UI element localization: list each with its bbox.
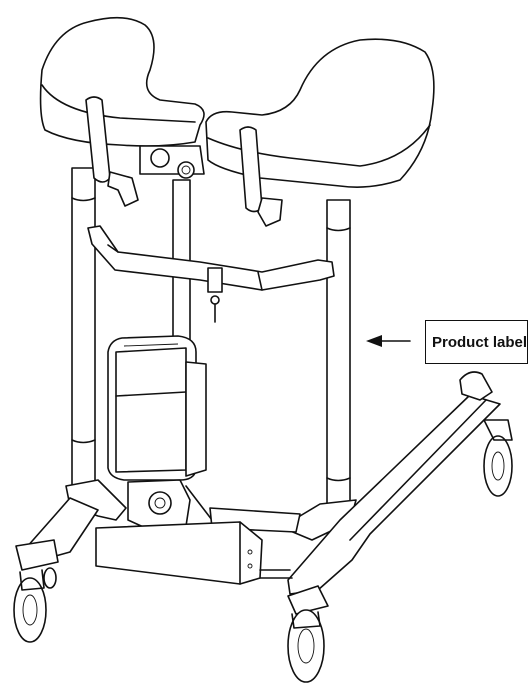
right-handle bbox=[239, 126, 283, 227]
rear-right-caster bbox=[459, 371, 513, 497]
middle-support-bar bbox=[87, 225, 335, 323]
callout-arrow bbox=[366, 335, 411, 347]
motor-housing bbox=[127, 479, 213, 531]
right-seat-pad bbox=[205, 38, 435, 188]
front-right-caster bbox=[287, 585, 329, 683]
front-left-post bbox=[71, 167, 96, 486]
center-clamp bbox=[139, 145, 205, 179]
base-frame bbox=[25, 394, 501, 595]
product-label-callout: Product label bbox=[425, 320, 528, 364]
product-label-text: Product label bbox=[432, 333, 528, 351]
front-right-post bbox=[326, 199, 351, 506]
battery-unit bbox=[107, 335, 207, 481]
mid-left-caster bbox=[43, 567, 57, 589]
left-handle bbox=[85, 96, 139, 207]
front-left-caster bbox=[13, 539, 59, 643]
lower-box bbox=[95, 521, 293, 585]
left-seat-pad bbox=[39, 16, 205, 147]
